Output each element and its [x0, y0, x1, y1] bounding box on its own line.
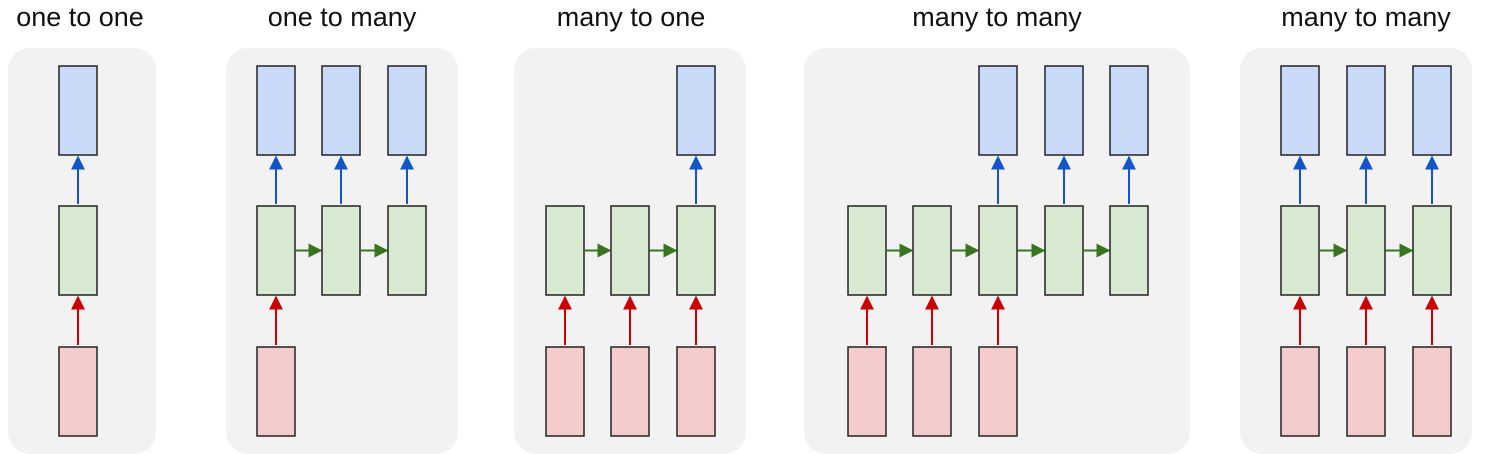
hidden-state-box — [545, 205, 585, 296]
panel-title-many-to-many-a: many to many — [912, 2, 1082, 32]
hidden-state-box — [1280, 205, 1320, 296]
hidden-state-box — [912, 205, 952, 296]
input-box — [1346, 346, 1386, 437]
input-box — [545, 346, 585, 437]
input-box — [978, 346, 1018, 437]
hidden-state-box — [676, 205, 716, 296]
panel-3 — [804, 48, 1190, 454]
output-box — [256, 65, 296, 156]
panel-title-one-to-many: one to many — [268, 2, 417, 32]
output-box — [387, 65, 427, 156]
output-box — [1280, 65, 1320, 156]
output-box — [58, 65, 98, 156]
input-box — [1412, 346, 1452, 437]
panel-title-many-to-one: many to one — [557, 2, 706, 32]
panel-2 — [514, 48, 746, 454]
panel-0 — [8, 48, 156, 454]
output-box — [1109, 65, 1149, 156]
hidden-state-box — [58, 205, 98, 296]
output-box — [1044, 65, 1084, 156]
output-box — [321, 65, 361, 156]
input-box — [847, 346, 887, 437]
input-box — [912, 346, 952, 437]
panel-title-one-to-one: one to one — [16, 2, 144, 32]
hidden-state-box — [321, 205, 361, 296]
input-box — [676, 346, 716, 437]
output-box — [1346, 65, 1386, 156]
hidden-state-box — [1346, 205, 1386, 296]
hidden-state-box — [1412, 205, 1452, 296]
hidden-state-box — [847, 205, 887, 296]
hidden-state-box — [610, 205, 650, 296]
input-box — [610, 346, 650, 437]
output-box — [676, 65, 716, 156]
output-box — [978, 65, 1018, 156]
hidden-state-box — [978, 205, 1018, 296]
output-box — [1412, 65, 1452, 156]
hidden-state-box — [387, 205, 427, 296]
panel-title-many-to-many-b: many to many — [1281, 2, 1451, 32]
input-box — [1280, 346, 1320, 437]
hidden-state-box — [1109, 205, 1149, 296]
hidden-state-box — [256, 205, 296, 296]
input-box — [58, 346, 98, 437]
input-box — [256, 346, 296, 437]
hidden-state-box — [1044, 205, 1084, 296]
panel-1 — [226, 48, 458, 454]
panel-4 — [1240, 48, 1472, 454]
